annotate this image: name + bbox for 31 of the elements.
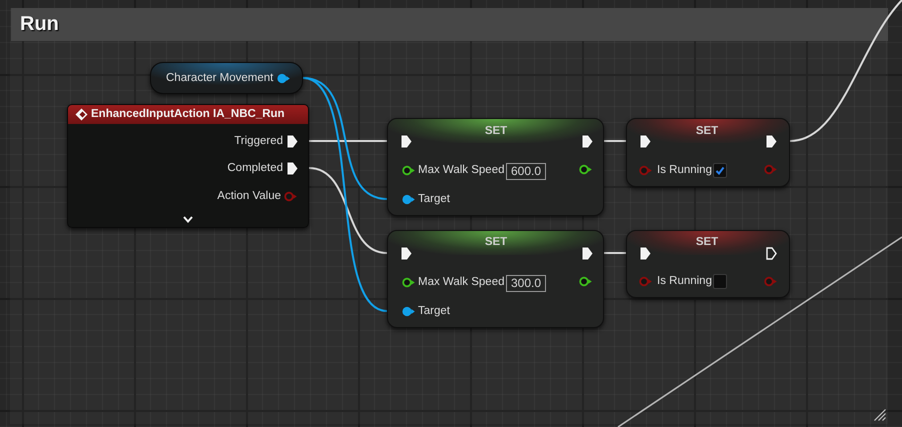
wire — [309, 140, 387, 142]
node-title: EnhancedInputAction IA_NBC_Run — [91, 107, 285, 122]
pin-label: Is Running — [657, 274, 712, 289]
set-node — [387, 230, 604, 328]
node-title: SET — [484, 235, 508, 250]
pin-label: Max Walk Speed — [418, 275, 504, 290]
number-field: 600.0 — [506, 162, 546, 180]
node-title: SET — [484, 124, 508, 139]
wire — [302, 77, 388, 312]
pin-label: Max Walk Speed — [418, 163, 504, 178]
pin-label: Action Value — [217, 189, 281, 204]
wire — [604, 140, 626, 142]
getter-node — [150, 62, 303, 94]
comment-box — [10, 8, 888, 424]
pin-label: Is Running — [657, 163, 712, 178]
wire — [790, 0, 902, 142]
event-node — [67, 104, 309, 228]
pin-label: Triggered — [234, 134, 283, 149]
pin-label: Completed — [227, 161, 283, 176]
pin-label: Character Movement — [166, 71, 274, 86]
pin-label: Target — [418, 192, 450, 207]
set-node — [387, 118, 604, 216]
comment-title: Run — [20, 12, 59, 36]
wire — [308, 167, 388, 254]
number-field: 300.0 — [506, 274, 546, 292]
node-title: SET — [696, 124, 718, 139]
wire — [604, 252, 626, 254]
set-node — [626, 230, 790, 298]
pin-label: Target — [418, 304, 450, 319]
node-title: SET — [696, 235, 718, 250]
set-node — [626, 118, 790, 187]
